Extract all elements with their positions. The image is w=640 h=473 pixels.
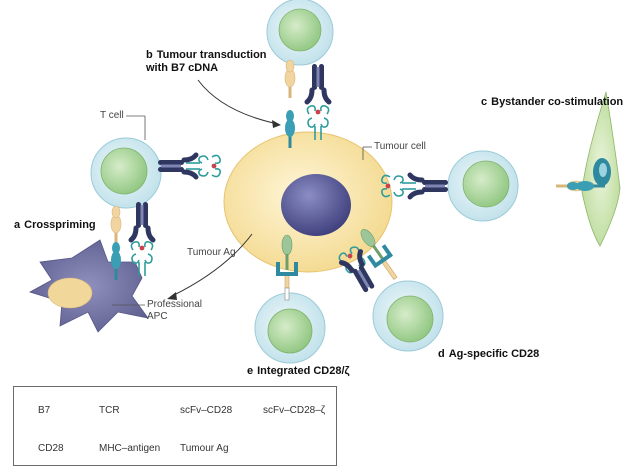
t-cell-left bbox=[90, 137, 162, 209]
t-cell-right bbox=[447, 150, 519, 222]
tumour-cell bbox=[223, 131, 393, 273]
legend-tcr-label: TCR bbox=[99, 405, 120, 416]
legend bbox=[13, 386, 337, 466]
t-cell-label: T cell bbox=[100, 110, 124, 121]
tcr-top bbox=[307, 64, 329, 102]
tumour-cell-label: Tumour cell bbox=[374, 141, 426, 152]
professional-apc bbox=[28, 239, 149, 333]
cd28-top bbox=[284, 59, 296, 99]
stromal-cell bbox=[581, 91, 621, 247]
professional-apc-label: Professional APC bbox=[147, 299, 203, 322]
legend-scfv-cd28-label: scFv–CD28 bbox=[180, 405, 233, 416]
arrow-b bbox=[197, 79, 279, 125]
legend-mhc-antigen-label: MHC–antigen bbox=[99, 443, 161, 454]
t-cell-top bbox=[266, 0, 334, 66]
cd28-left bbox=[110, 205, 122, 245]
legend-scfv-cd28-zeta-label: scFv–CD28–ζ bbox=[263, 405, 326, 416]
tcr-left-down bbox=[131, 202, 153, 240]
legend-cd28-label: CD28 bbox=[38, 443, 64, 454]
arrow-tumour-ag bbox=[171, 233, 253, 297]
tcr-left-horizontal bbox=[158, 155, 196, 177]
legend-b7-label: B7 bbox=[38, 405, 51, 416]
scfv-cd28-right bbox=[366, 243, 405, 286]
legend-tumour-ag-label: Tumour Ag bbox=[180, 443, 229, 454]
tumour-ag-label: Tumour Ag bbox=[187, 247, 236, 258]
t-cell-bottom-left bbox=[254, 292, 326, 364]
tumour-nucleus bbox=[281, 174, 351, 236]
tcr-right bbox=[410, 175, 448, 197]
t-cell-bottom-right bbox=[372, 280, 444, 352]
